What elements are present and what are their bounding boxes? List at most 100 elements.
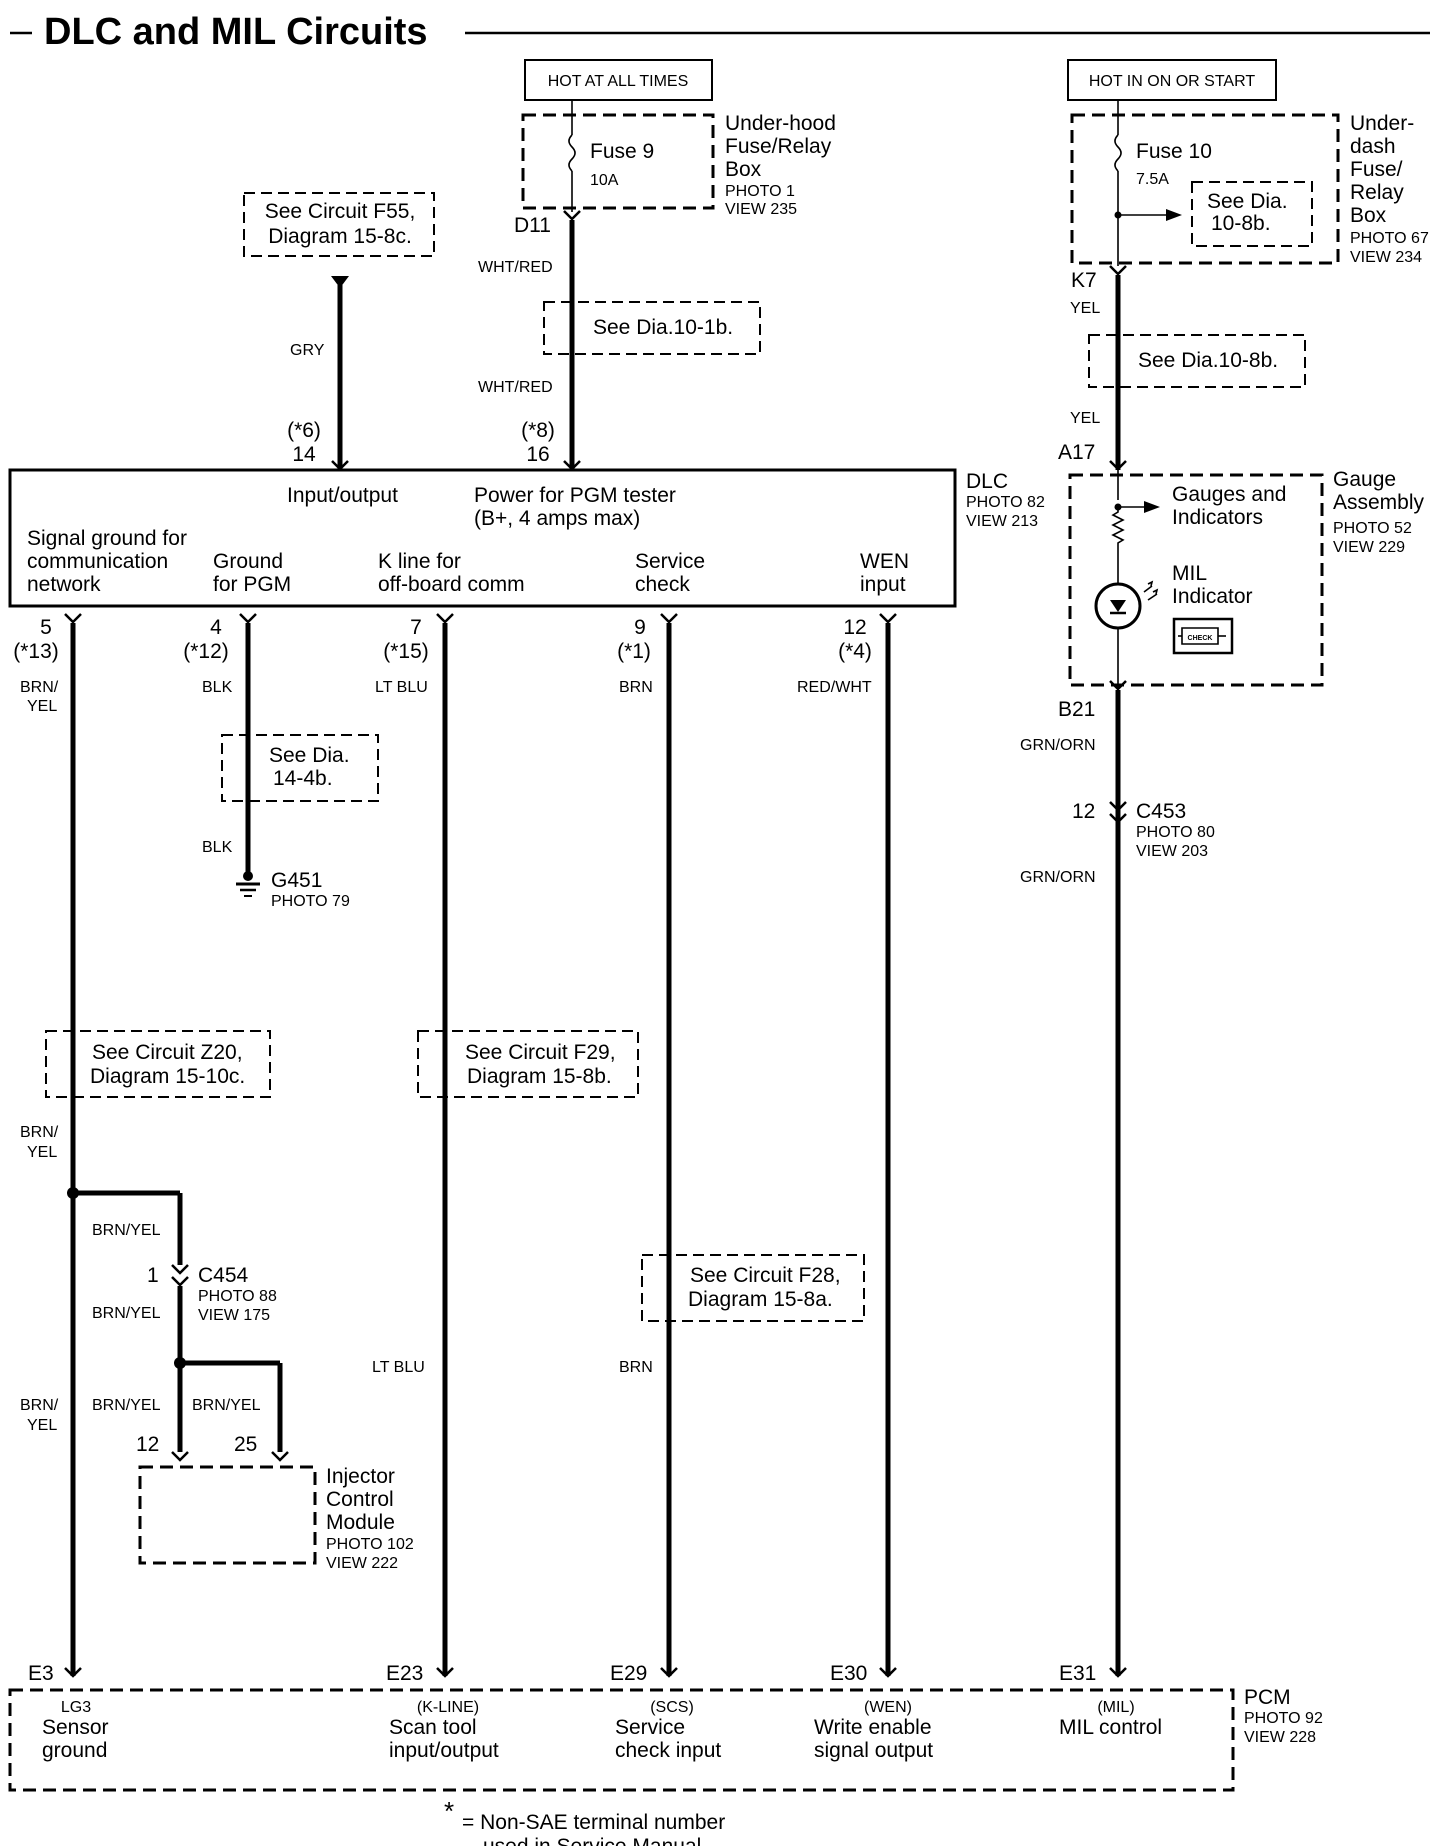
- svg-text:BLK: BLK: [202, 679, 233, 696]
- svg-text:communication: communication: [27, 550, 168, 573]
- svg-text:Indicators: Indicators: [1172, 506, 1263, 529]
- svg-text:Under-: Under-: [1350, 112, 1414, 135]
- svg-text:HOT AT ALL TIMES: HOT AT ALL TIMES: [548, 73, 689, 90]
- check-engine-icon: CHECK: [1172, 617, 1234, 655]
- svg-text:Ground: Ground: [213, 550, 283, 573]
- svg-text:See Circuit F29,: See Circuit F29,: [465, 1041, 616, 1064]
- svg-text:PCM: PCM: [1244, 1686, 1291, 1709]
- svg-text:GRN/ORN: GRN/ORN: [1020, 737, 1096, 754]
- svg-text:MIL: MIL: [1172, 562, 1207, 585]
- svg-text:See Circuit F28,: See Circuit F28,: [690, 1264, 841, 1287]
- svg-text:*: *: [444, 1796, 454, 1826]
- footnote: * = Non-SAE terminal number used in Serv…: [444, 1796, 725, 1846]
- svg-text:Write enable: Write enable: [814, 1716, 932, 1739]
- svg-text:Injector: Injector: [326, 1465, 395, 1488]
- svg-text:(WEN): (WEN): [864, 1699, 912, 1716]
- wire-gry: GRY: [290, 276, 349, 470]
- svg-text:BRN/YEL: BRN/YEL: [92, 1397, 161, 1414]
- svg-text:off-board comm: off-board comm: [378, 573, 525, 596]
- svg-text:LG3: LG3: [61, 1699, 91, 1716]
- svg-text:7: 7: [410, 616, 422, 639]
- svg-text:See Dia.10-1b.: See Dia.10-1b.: [593, 316, 733, 339]
- fuse-9-label: Fuse 9: [590, 140, 654, 163]
- wire-grn-orn: GRN/ORN GRN/ORN 12 C453 PHOTO 80 VIEW 20…: [1020, 690, 1215, 1676]
- svg-text:LT BLU: LT BLU: [375, 679, 428, 696]
- svg-text:Fuse/: Fuse/: [1350, 158, 1403, 181]
- svg-text:BRN/: BRN/: [20, 1124, 59, 1141]
- hot-in-on-box: HOT IN ON OR START: [1067, 59, 1277, 101]
- svg-text:Diagram 15-10c.: Diagram 15-10c.: [90, 1065, 245, 1088]
- svg-text:Indicator: Indicator: [1172, 585, 1253, 608]
- svg-text:Scan tool: Scan tool: [389, 1716, 477, 1739]
- svg-text:VIEW 175: VIEW 175: [198, 1307, 270, 1324]
- svg-text:PHOTO 67: PHOTO 67: [1350, 230, 1429, 247]
- svg-text:GRN/ORN: GRN/ORN: [1020, 869, 1096, 886]
- svg-text:(*15): (*15): [383, 640, 429, 663]
- arrow-right-icon: [1144, 501, 1160, 513]
- svg-text:4: 4: [210, 616, 222, 639]
- svg-text:VIEW 229: VIEW 229: [1333, 539, 1405, 556]
- svg-text:Assembly: Assembly: [1333, 491, 1425, 514]
- svg-text:YEL: YEL: [1070, 300, 1100, 317]
- ref-circuit-f28: See Circuit F28, Diagram 15-8a.: [641, 1253, 865, 1323]
- svg-text:E29: E29: [610, 1662, 647, 1685]
- svg-text:(K-LINE): (K-LINE): [417, 1699, 479, 1716]
- wire-brn-yel-main: BRN/ YEL BRN/ YEL BRN/ YEL: [20, 623, 76, 1676]
- svg-text:VIEW 222: VIEW 222: [326, 1555, 398, 1572]
- ref-dia-10-8b: See Dia.10-8b.: [1088, 333, 1306, 390]
- c454-label: C454: [198, 1264, 249, 1287]
- svg-text:Box: Box: [1350, 204, 1387, 227]
- terminal-d11: D11: [514, 214, 551, 237]
- ref-circuit-z20: See Circuit Z20, Diagram 15-10c.: [45, 1029, 271, 1099]
- svg-text:(B+, 4 amps max): (B+, 4 amps max): [474, 507, 640, 530]
- svg-text:K line for: K line for: [378, 550, 461, 573]
- svg-text:Service: Service: [615, 1716, 685, 1739]
- svg-text:See Dia.: See Dia.: [269, 744, 350, 767]
- gauge-assembly: Gauges and Indicators MIL Indicator CHEC…: [1068, 468, 1425, 690]
- svg-text:Under-hood: Under-hood: [725, 112, 836, 135]
- svg-text:Diagram 15-8b.: Diagram 15-8b.: [467, 1065, 612, 1088]
- svg-text:See Circuit Z20,: See Circuit Z20,: [92, 1041, 243, 1064]
- svg-text:used in Service Manual.: used in Service Manual.: [483, 1835, 707, 1846]
- arrow-right-icon: [1166, 209, 1182, 221]
- svg-text:PHOTO 82: PHOTO 82: [966, 494, 1045, 511]
- svg-text:E3: E3: [28, 1662, 54, 1685]
- svg-text:YEL: YEL: [1070, 410, 1100, 427]
- svg-text:(MIL): (MIL): [1097, 1699, 1134, 1716]
- svg-text:9: 9: [634, 616, 646, 639]
- svg-text:BRN: BRN: [619, 1359, 653, 1376]
- fuse-10-rating: 7.5A: [1136, 171, 1169, 188]
- svg-text:12: 12: [843, 616, 866, 639]
- injector-control-module: Injector Control Module PHOTO 102 VIEW 2…: [138, 1465, 414, 1572]
- svg-text:input/output: input/output: [389, 1739, 499, 1762]
- svg-text:BLK: BLK: [202, 839, 233, 856]
- ref-dia-10-1b: See Dia.10-1b.: [543, 300, 761, 356]
- svg-text:CHECK: CHECK: [1188, 635, 1213, 642]
- dlc-pin-14-alt: (*6): [287, 419, 321, 442]
- c453-label: C453: [1136, 800, 1186, 823]
- svg-text:GRY: GRY: [290, 342, 325, 359]
- fuse-9-rating: 10A: [590, 172, 619, 189]
- svg-text:Module: Module: [326, 1511, 395, 1534]
- svg-text:dash: dash: [1350, 135, 1396, 158]
- svg-text:YEL: YEL: [27, 1144, 57, 1161]
- svg-text:network: network: [27, 573, 101, 596]
- svg-text:(*4): (*4): [838, 640, 872, 663]
- svg-text:YEL: YEL: [27, 698, 57, 715]
- svg-text:Diagram 15-8c.: Diagram 15-8c.: [268, 225, 412, 248]
- svg-text:BRN: BRN: [619, 679, 653, 696]
- svg-text:See Dia.10-8b.: See Dia.10-8b.: [1138, 349, 1278, 372]
- svg-text:See Dia.: See Dia.: [1207, 190, 1288, 213]
- svg-text:PHOTO 79: PHOTO 79: [271, 893, 350, 910]
- ref-circuit-f55: See Circuit F55, Diagram 15-8c.: [243, 192, 435, 257]
- svg-text:See Circuit F55,: See Circuit F55,: [265, 200, 416, 223]
- svg-text:E31: E31: [1059, 1662, 1096, 1685]
- svg-text:Power for PGM tester: Power for PGM tester: [474, 484, 676, 507]
- ground-g451: G451 PHOTO 79: [236, 869, 350, 910]
- svg-text:check input: check input: [615, 1739, 721, 1762]
- c454-pin: 1: [147, 1264, 159, 1287]
- svg-text:BRN/YEL: BRN/YEL: [92, 1305, 161, 1322]
- svg-text:VIEW 213: VIEW 213: [966, 513, 1038, 530]
- svg-text:HOT IN ON OR START: HOT IN ON OR START: [1089, 73, 1255, 90]
- svg-text:BRN/YEL: BRN/YEL: [92, 1222, 161, 1239]
